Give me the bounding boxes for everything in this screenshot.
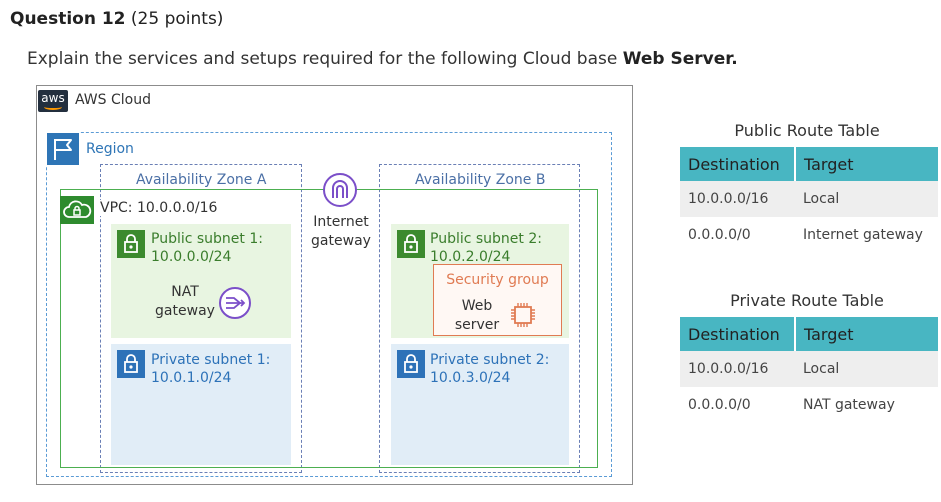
availability-zone-a-label: Availability Zone A [134,172,269,188]
question-points: (25 points) [130,9,224,29]
internet-gateway-label: Internet gateway [308,213,374,251]
aws-cloud-label: AWS Cloud [75,92,151,108]
private-route-table-title: Private Route Table [730,291,884,310]
column-header: Destination [680,317,796,351]
private-subnet-2-lock-icon [397,350,425,378]
private-subnet-2-name: Private subnet 2: [430,352,550,368]
private-subnet-2-label: Private subnet 2: 10.0.3.0/24 [430,351,549,387]
vpc-label: VPC: 10.0.0.0/16 [100,200,218,216]
security-group-label: Security group [446,272,549,288]
public-subnet-1-cidr: 10.0.0.0/24 [151,249,232,265]
table-row: 0.0.0.0/0 Internet gateway [680,217,938,253]
table-cell: 10.0.0.0/16 [680,181,795,217]
nat-gateway-icon [218,286,252,320]
aws-logo-icon: aws [38,90,68,112]
availability-zone-b [379,164,580,473]
vpc-cloud-icon [60,196,94,224]
private-subnet-2-cidr: 10.0.3.0/24 [430,370,511,386]
public-subnet-2-cidr: 10.0.2.0/24 [430,249,511,265]
column-header: Target [795,317,938,351]
table-cell: 0.0.0.0/0 [680,387,795,423]
table-cell: Local [795,181,938,217]
column-header: Target [795,147,938,181]
table-header-row: Destination Target [680,147,938,181]
private-subnet-1-lock-icon [117,350,145,378]
question-emphasis: Web Server. [622,49,738,69]
private-subnet-1-name: Private subnet 1: [151,352,271,368]
public-subnet-1-lock-icon [117,230,145,258]
public-subnet-2-lock-icon [397,230,425,258]
private-subnet-1-cidr: 10.0.1.0/24 [151,370,232,386]
region-boundary [46,132,612,477]
table-row: 0.0.0.0/0 NAT gateway [680,387,938,423]
table-cell: Local [795,351,938,387]
question-text: Explain the services and setups required… [27,49,738,69]
public-route-table: Destination Target 10.0.0.0/16 Local 0.0… [680,147,938,253]
table-header-row: Destination Target [680,317,938,351]
private-subnet-1-label: Private subnet 1: 10.0.1.0/24 [151,351,270,387]
aws-logo-text: aws [41,91,65,105]
security-group-boundary [433,264,562,336]
public-subnet-2-name: Public subnet 2: [430,231,542,247]
web-server-label: Web server [454,298,500,333]
web-server-chip-icon [508,300,538,330]
private-route-table: Destination Target 10.0.0.0/16 Local 0.0… [680,317,938,423]
table-row: 10.0.0.0/16 Local [680,181,938,217]
public-subnet-1-name: Public subnet 1: [151,231,263,247]
table-cell: 0.0.0.0/0 [680,217,795,253]
question-prompt: Explain the services and setups required… [27,49,623,69]
column-header: Destination [680,147,796,181]
table-cell: 10.0.0.0/16 [680,351,795,387]
table-row: 10.0.0.0/16 Local [680,351,938,387]
availability-zone-a [100,164,302,473]
internet-gateway-icon [322,172,358,208]
region-flag-icon [46,132,80,166]
public-subnet-1-label: Public subnet 1: 10.0.0.0/24 [151,230,263,266]
table-cell: NAT gateway [795,387,938,423]
question-number: Question 12 [10,9,126,29]
public-route-table-title: Public Route Table [734,121,880,140]
availability-zone-b-label: Availability Zone B [413,172,548,188]
nat-gateway-label: NAT gateway [155,284,215,319]
public-subnet-2-label: Public subnet 2: 10.0.2.0/24 [430,230,542,266]
table-cell: Internet gateway [795,217,938,253]
region-label: Region [86,141,134,157]
question-title: Question 12 (25 points) [10,9,223,29]
